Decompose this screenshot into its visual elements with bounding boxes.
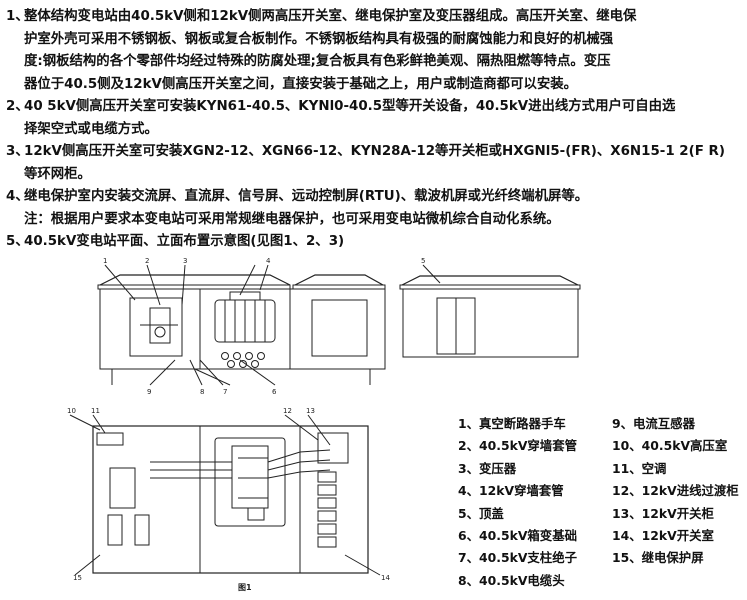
callout-label: 6 <box>272 388 277 396</box>
legend-item: 4、12kV穿墙套管 <box>458 483 564 499</box>
paragraph-3: 3、12kV侧高压开关室可安装XGN2-12、XGN66-12、KYN28A-1… <box>6 141 742 186</box>
legend-item: 5、顶盖 <box>458 505 504 521</box>
legend-item: 8、40.5kV电缆头 <box>458 572 565 588</box>
legend-item: 1、真空断路器手车 <box>458 416 566 431</box>
legend-item: 9、电流互感器 <box>612 416 695 431</box>
paragraph-line: 度:钢板结构的各个零部件均经过特殊的防腐处理;复合板具有色彩鲜艳美观、隔热阻燃等… <box>24 54 611 70</box>
paragraph-line: 器位于40.5侧及12kV侧高压开关室之间，直接安装于基础之上，用户或制造商都可… <box>24 76 578 92</box>
paragraph-line: 12kV侧高压开关室可安装XGN2-12、XGN66-12、KYN28A-12等… <box>24 144 725 159</box>
callout-label: 5 <box>421 257 425 265</box>
callout-label: 13 <box>306 407 315 415</box>
paragraph-line: 等环网柜。 <box>24 166 91 182</box>
paragraph-line: 40.5kV变电站平面、立面布置示意图(见图1、2、3) <box>24 234 345 249</box>
callout-label: 8 <box>200 388 204 396</box>
paragraph-number: 1、 <box>6 9 29 24</box>
paragraph-line: 整体结构变电站由40.5kV侧和12kV侧两高压开关室、继电保护室及变压器组成。… <box>24 9 637 24</box>
figure-caption: 图1 <box>238 583 252 592</box>
legend-item: 12、12kV进线过渡柜 <box>612 483 739 499</box>
paragraph-number: 3、 <box>6 144 29 159</box>
paragraph-line: 40 5kV侧高压开关室可安装KYN61-40.5、KYNl0-40.5型等开关… <box>24 99 676 114</box>
callout-label: 2 <box>145 257 149 265</box>
callout-label: 15 <box>73 574 82 582</box>
plan-view <box>69 414 381 576</box>
legend-right: 9、电流互感器 10、40.5kV高压室 11、空调 12、12kV进线过渡柜 … <box>612 413 739 570</box>
paragraph-5: 5、40.5kV变电站平面、立面布置示意图(见图1、2、3) <box>6 231 742 254</box>
paragraph-line: 护室外壳可采用不锈钢板、钢板或复合板制作。不锈钢板结构具有极强的耐腐蚀能力和良好… <box>24 31 614 47</box>
callout-label: 1 <box>103 257 107 265</box>
paragraph-4: 4、继电保护室内安装交流屏、直流屏、信号屏、远动控制屏(RTU)、载波机屏或光纤… <box>6 186 742 231</box>
legend-item: 6、40.5kV箱变基础 <box>458 528 577 544</box>
paragraph-line: 择架空式或电缆方式。 <box>24 121 158 137</box>
legend-item: 10、40.5kV高压室 <box>612 438 728 454</box>
paragraph-line: 继电保护室内安装交流屏、直流屏、信号屏、远动控制屏(RTU)、载波机屏或光纤终端… <box>24 189 589 204</box>
callout-label: 11 <box>91 407 100 415</box>
paragraph-number: 5、 <box>6 234 29 249</box>
callout-label: 3 <box>183 257 187 265</box>
callout-label: 7 <box>223 388 227 396</box>
paragraph-line: 注：根据用户要求本变电站可采用常规继电器保护，也可采用变电站微机综合自动化系统。 <box>24 211 560 227</box>
legend-item: 15、继电保护屏 <box>612 550 704 566</box>
legend-item: 13、12kV开关柜 <box>612 505 714 521</box>
callout-label: 9 <box>147 388 151 396</box>
callout-label: 10 <box>67 407 76 415</box>
legend-item: 11、空调 <box>612 460 667 476</box>
legend-item: 7、40.5kV支柱绝子 <box>458 550 577 566</box>
front-elevation <box>97 264 386 386</box>
paragraph-number: 4、 <box>6 189 29 204</box>
legend-left: 1、真空断路器手车 2、40.5kV穿墙套管 3、变压器 4、12kV穿墙套管 … <box>458 413 577 592</box>
callout-label: 14 <box>381 574 390 582</box>
paragraph-number: 2、 <box>6 99 29 114</box>
side-elevation <box>399 264 581 358</box>
paragraph-2: 2、40 5kV侧高压开关室可安装KYN61-40.5、KYNl0-40.5型等… <box>6 96 742 141</box>
callout-label: 4 <box>266 257 271 265</box>
legend-item: 3、变压器 <box>458 460 517 476</box>
legend-item: 14、12kV开关室 <box>612 528 714 544</box>
paragraph-1: 1、整体结构变电站由40.5kV侧和12kV侧两高压开关室、继电保护室及变压器组… <box>6 6 742 96</box>
legend-item: 2、40.5kV穿墙套管 <box>458 438 577 454</box>
callout-label: 12 <box>283 407 292 415</box>
